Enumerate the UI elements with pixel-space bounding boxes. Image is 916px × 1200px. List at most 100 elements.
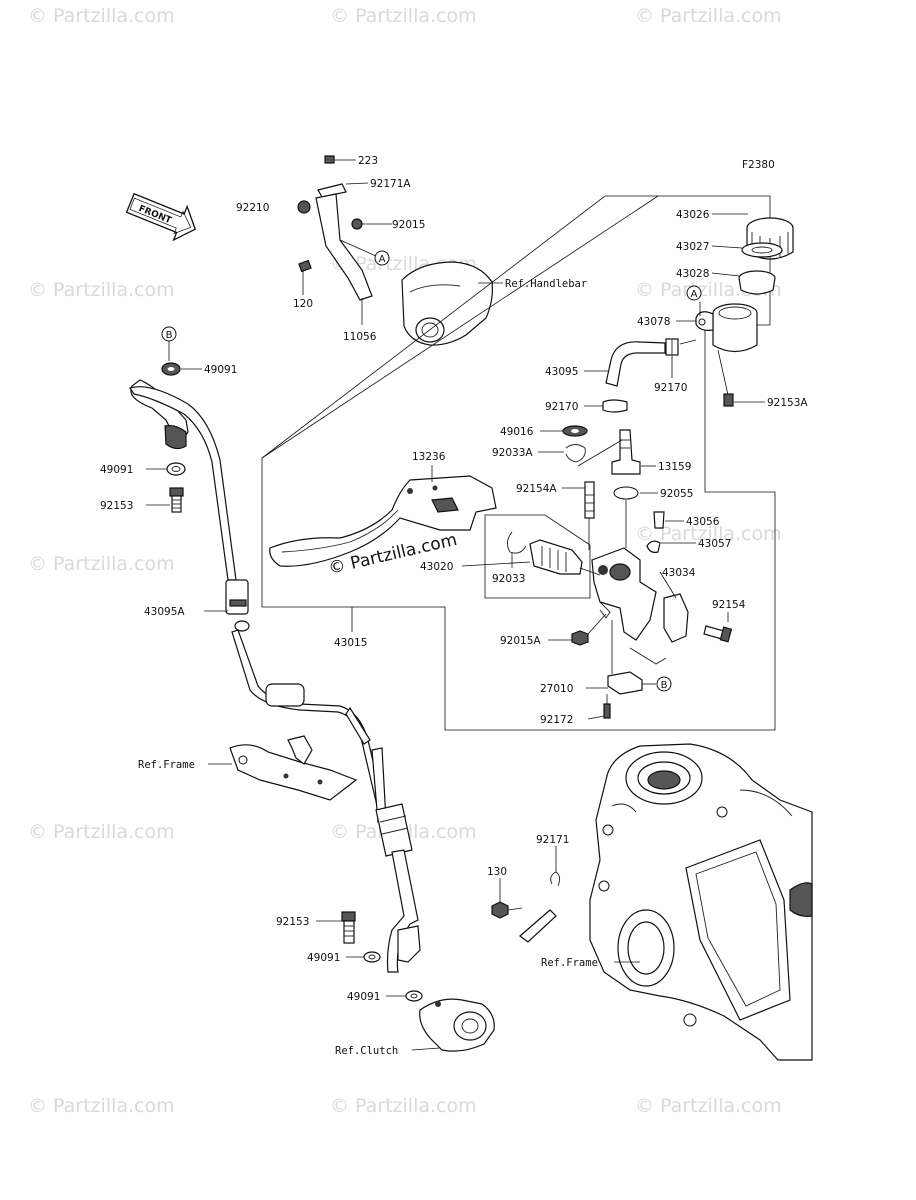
label-92153A: 92153A (767, 397, 808, 409)
label-43028: 43028 (676, 268, 709, 280)
label-13159: 13159 (658, 461, 691, 473)
master-cylinder-body (591, 547, 657, 641)
label-49091-b: 49091 (100, 464, 133, 476)
bolt-130 (491, 901, 509, 919)
label-92170-b: 92170 (654, 382, 687, 394)
ref-clutch: Ref.Clutch (335, 1045, 398, 1057)
washer-49091-b (166, 462, 186, 476)
label-92153-b: 92153 (276, 916, 309, 928)
clutch-lever-group: 13236 43020 92033 © Partzilla.com (269, 451, 601, 585)
label-43015: 43015 (334, 637, 367, 649)
circlip-92033A (565, 444, 586, 463)
svg-text:B: B (166, 330, 173, 341)
label-43034: 43034 (662, 567, 696, 579)
washer-49091-c (363, 951, 381, 963)
bracket (315, 193, 373, 301)
label-92015A: 92015A (500, 635, 541, 647)
screw-92153A (723, 393, 734, 407)
clamp-43034 (663, 593, 689, 643)
label-130: 130 (487, 866, 507, 878)
label-120: 120 (293, 298, 313, 310)
label-43027: 43027 (676, 241, 709, 253)
reservoir-plate (741, 242, 783, 258)
front-arrow-icon: FRONT (125, 192, 197, 242)
label-92210: 92210 (236, 202, 269, 214)
screw-92172 (603, 703, 611, 719)
label-223: 223 (358, 155, 378, 167)
label-27010: 27010 (540, 683, 573, 695)
label-92055: 92055 (660, 488, 693, 500)
callout-a-top (374, 250, 390, 266)
callout-b-switch (656, 676, 672, 692)
label-92171A: 92171A (370, 178, 411, 190)
bolt-223 (324, 155, 335, 164)
watermark: © Partzilla.com (635, 523, 782, 545)
label-49091-a: 49091 (204, 364, 237, 376)
frame-group: Ref.Frame 92171 130 (487, 743, 813, 1061)
master-cylinder-group: 49016 92033A 13159 92154A 92055 43056 43… (492, 425, 746, 726)
ref-frame-a: Ref.Frame (138, 759, 195, 771)
frame-bracket-left: Ref.Frame (138, 735, 358, 801)
clutch-hose-43095A (225, 579, 249, 615)
label-92015-top: 92015 (392, 219, 425, 231)
outline-diagonal (261, 195, 659, 459)
ref-handlebar: Ref.Handlebar (505, 278, 587, 290)
hose-fitting-lower (375, 803, 413, 857)
watermark: © Partzilla.com (635, 5, 782, 27)
screw-120 (298, 259, 312, 273)
label-92033A: 92033A (492, 447, 533, 459)
label-43095: 43095 (545, 366, 578, 378)
label-13236: 13236 (412, 451, 446, 463)
label-92171: 92171 (536, 834, 569, 846)
clutch-hose-group: B 49091 49091 92153 43095A (100, 326, 421, 973)
washer-49091-d (405, 990, 423, 1002)
oring-92055 (613, 486, 639, 500)
svg-text:A: A (691, 289, 698, 300)
switch-housing (401, 261, 493, 346)
label-43026: 43026 (676, 209, 710, 221)
label-43056: 43056 (686, 516, 720, 528)
watermark: © Partzilla.com (28, 553, 175, 575)
bleeder-43056 (653, 511, 665, 529)
nut-92015 (351, 218, 363, 230)
watermark: © Partzilla.com (28, 1095, 175, 1117)
fitting-13159 (611, 429, 641, 475)
watermark: © Partzilla.com (28, 821, 175, 843)
clutch-lever-13236 (269, 475, 497, 567)
cap-43057 (646, 540, 661, 553)
clamp-92171 (519, 909, 557, 943)
figure-code: F2380 (742, 159, 775, 171)
watermark: © Partzilla.com (28, 279, 175, 301)
label-92172: 92172 (540, 714, 573, 726)
clutch-switch-27010 (607, 671, 643, 695)
handlebar-switch-group: 223 92171A 92210 92015 A 120 11056 Ref.H… (236, 155, 587, 346)
watermark: © Partzilla.com (330, 1095, 477, 1117)
piston-43020 (529, 539, 583, 575)
label-43095A: 43095A (144, 606, 185, 618)
svg-text:A: A (379, 254, 386, 265)
ref-frame-b: Ref.Frame (541, 957, 598, 969)
clamp-92170-lower (602, 399, 628, 413)
svg-text:B: B (661, 680, 668, 691)
clamp-92171A (317, 183, 347, 198)
bolt-92154A (584, 481, 595, 519)
circlip-92033 (507, 531, 527, 554)
label-92154A: 92154A (516, 483, 557, 495)
callout-a-reservoir (686, 285, 702, 301)
label-92033: 92033 (492, 573, 525, 585)
label-43020: 43020 (420, 561, 453, 573)
watermark: © Partzilla.com (330, 5, 477, 27)
label-11056: 11056 (343, 331, 377, 343)
label-43057: 43057 (698, 538, 731, 550)
label-49091-d: 49091 (347, 991, 380, 1003)
label-43078: 43078 (637, 316, 670, 328)
nut-92210 (297, 200, 311, 214)
label-49016: 49016 (500, 426, 534, 438)
hose-grommet (265, 683, 305, 707)
reservoir-hose-group: 43095 92170 92170 (545, 338, 697, 413)
hose-43095 (605, 341, 666, 387)
label-92153-a: 92153 (100, 500, 133, 512)
watermark: © Partzilla.com (635, 1095, 782, 1117)
reservoir-group: 43026 43027 43028 43078 A 92153A (637, 209, 808, 409)
